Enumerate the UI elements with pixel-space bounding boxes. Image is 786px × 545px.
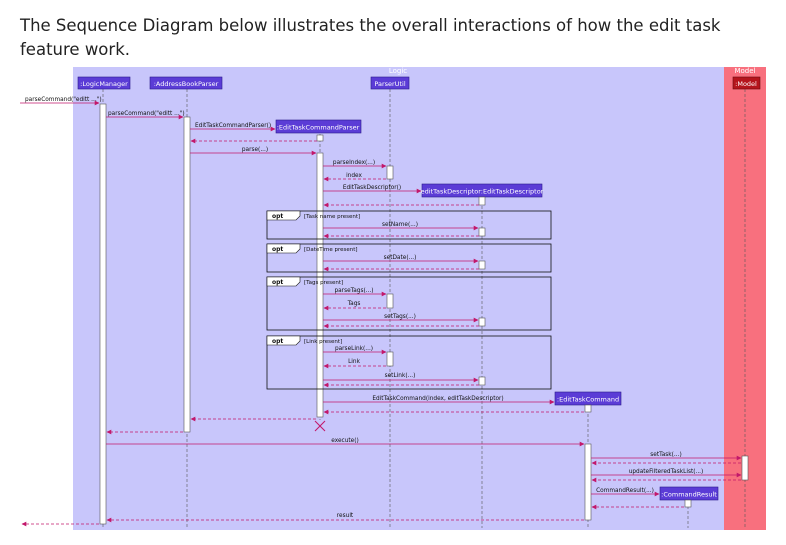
msg-execute: execute() [331, 438, 359, 444]
destroy-marker [314, 420, 326, 432]
command-result-label: :CommandResult [661, 491, 717, 499]
opt-guard-tags: [Tags present] [304, 280, 343, 286]
msg-set-link: setLink(...) [385, 373, 416, 379]
parser-util-box [370, 76, 410, 90]
msg-tags-return: Tags [347, 301, 361, 307]
msg-parse-index: parseIndex(...) [333, 160, 375, 166]
logic-frame-label: Logic [389, 67, 407, 75]
opt-fragment-tags: opt [Tags present] [266, 276, 552, 331]
msg-create-descriptor: EditTaskDescriptor() [343, 185, 401, 191]
parser-util-label: ParserUtil [374, 80, 405, 88]
msg-set-task: setTask(...) [650, 452, 681, 458]
opt-operator-date: opt [272, 246, 283, 253]
model-box [732, 76, 761, 90]
activation-bars [99, 103, 749, 525]
msg-parse-command-outer: parseCommand("editt ...") [25, 97, 102, 103]
address-book-parser-box [149, 76, 223, 90]
model-frame-label: Model [734, 67, 755, 75]
opt-fragment-link: opt [Link present] [266, 335, 552, 390]
msg-parse-command-inner: parseCommand("editt ...") [108, 111, 185, 117]
message-labels: parseCommand("editt ...") parseCommand("… [25, 97, 703, 519]
opt-fragment-name: opt [Task name present] [266, 210, 552, 240]
model-label: :Model [735, 80, 757, 88]
edit-task-descriptor-label: editTaskDescriptor:EditTaskDescriptor [421, 188, 544, 196]
msg-set-name: setName(...) [382, 222, 418, 228]
msg-link-return: Link [348, 359, 361, 365]
opt-guard-link: [Link present] [304, 339, 342, 345]
intro-paragraph: The Sequence Diagram below illustrates t… [20, 16, 721, 59]
edit-task-command-label: :EditTaskCommand [557, 396, 619, 404]
msg-index-return: index [346, 173, 362, 179]
opt-fragment-date: opt [DateTime present] [266, 243, 552, 273]
messages [20, 100, 742, 497]
edit-task-command-parser-label: :EditTaskCommandParser [277, 124, 360, 132]
msg-create-parser: EditTaskCommandParser() [195, 123, 271, 129]
msg-set-date: setDate(...) [384, 255, 417, 261]
opt-guard-name: [Task name present] [304, 214, 360, 220]
msg-result-return: result [337, 513, 354, 519]
msg-create-result: CommandResult(...) [596, 488, 654, 494]
logic-manager-label: :LogicManager [80, 80, 128, 88]
msg-parse-tags: parseTags(...) [334, 288, 373, 294]
logic-frame [73, 67, 724, 530]
msg-parse-link: parseLink(...) [335, 346, 373, 352]
opt-guard-date: [DateTime present] [304, 247, 358, 253]
msg-create-command: EditTaskCommand(index, editTaskDescripto… [372, 396, 503, 402]
address-book-parser-label: :AddressBookParser [154, 80, 219, 88]
logic-manager-box [77, 76, 131, 90]
return-messages [21, 138, 741, 527]
opt-operator-tags: opt [272, 279, 283, 286]
opt-operator-link: opt [272, 338, 283, 345]
msg-update-filtered: updateFilteredTaskList(...) [629, 469, 704, 475]
msg-parse: parse(...) [242, 147, 268, 153]
edit-task-command-parser-box [275, 119, 362, 134]
opt-operator-name: opt [272, 213, 283, 220]
msg-set-tags: setTags(...) [384, 314, 416, 320]
